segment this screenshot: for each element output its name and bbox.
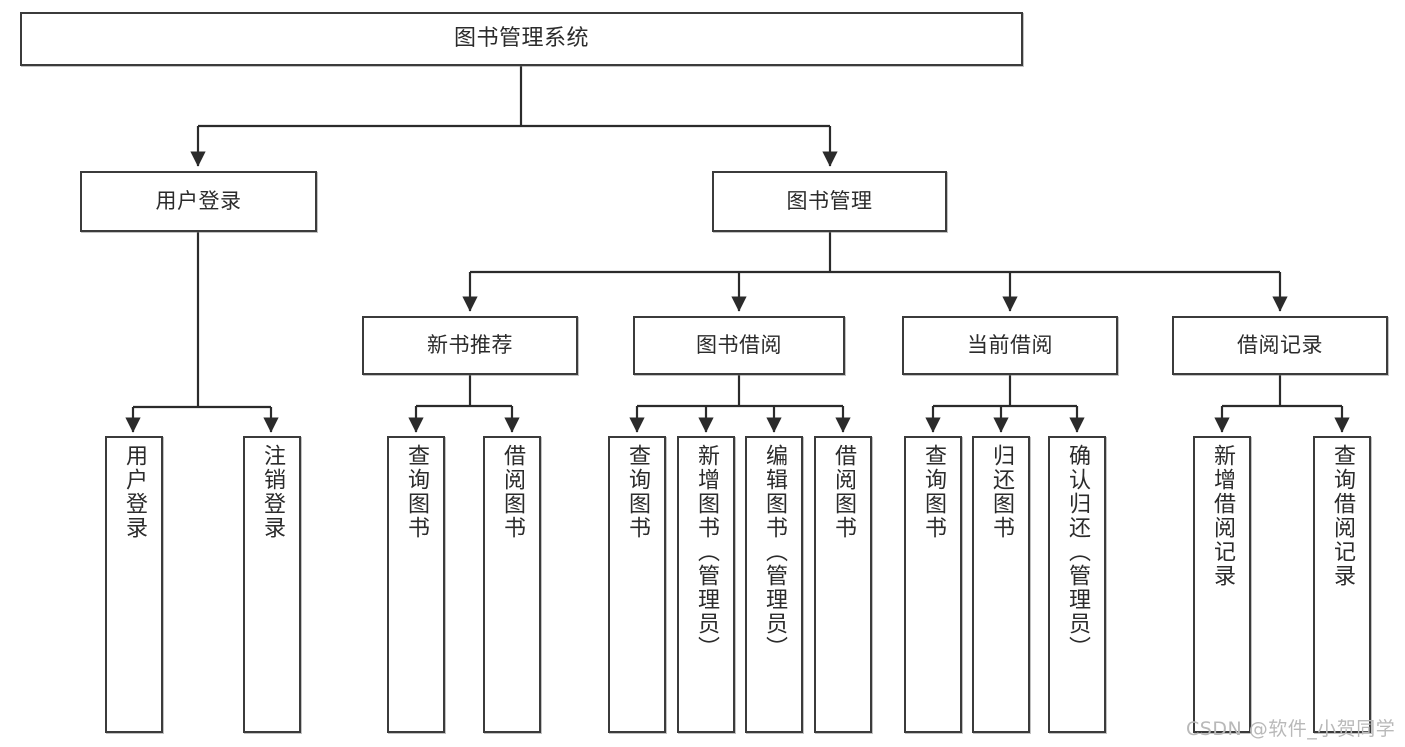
node-leaf-edit-book[interactable]: 编辑图书（管理员）: [745, 436, 803, 733]
node-label: 当前借阅: [967, 333, 1053, 358]
node-leaf-borrow-book-2[interactable]: 借阅图书: [814, 436, 872, 733]
node-label: 借阅记录: [1237, 333, 1323, 358]
node-leaf-add-book[interactable]: 新增图书（管理员）: [677, 436, 735, 733]
watermark-text: CSDN @软件_小贺同学: [1186, 718, 1396, 740]
node-label: 借阅图书: [830, 444, 856, 540]
node-label: 借阅图书: [499, 444, 525, 540]
node-label: 注销登录: [259, 444, 285, 540]
node-label: 用户登录: [155, 189, 242, 214]
node-leaf-user-login[interactable]: 用户登录: [105, 436, 163, 733]
node-leaf-confirm-return[interactable]: 确认归还（管理员）: [1048, 436, 1106, 733]
node-label: 编辑图书（管理员）: [761, 444, 787, 660]
node-leaf-add-record[interactable]: 新增借阅记录: [1193, 436, 1251, 733]
node-leaf-query-record[interactable]: 查询借阅记录: [1313, 436, 1371, 733]
node-label: 确认归还（管理员）: [1064, 444, 1090, 660]
node-leaf-query-book-1[interactable]: 查询图书: [387, 436, 445, 733]
node-user-login[interactable]: 用户登录: [80, 171, 317, 232]
node-label: 归还图书: [988, 444, 1014, 540]
node-leaf-user-logout[interactable]: 注销登录: [243, 436, 301, 733]
node-leaf-query-book-2[interactable]: 查询图书: [608, 436, 666, 733]
node-leaf-borrow-book-1[interactable]: 借阅图书: [483, 436, 541, 733]
node-new-book-recommend[interactable]: 新书推荐: [362, 316, 578, 375]
node-book-borrow[interactable]: 图书借阅: [633, 316, 845, 375]
node-label: 查询图书: [403, 444, 429, 540]
node-label: 图书管理: [786, 189, 873, 214]
node-label: 新增借阅记录: [1209, 444, 1235, 588]
node-label: 新增图书（管理员）: [693, 444, 719, 660]
node-root-book-management-system[interactable]: 图书管理系统: [20, 12, 1023, 66]
node-label: 查询图书: [624, 444, 650, 540]
node-label: 用户登录: [121, 444, 147, 540]
node-label: 查询图书: [920, 444, 946, 540]
node-borrow-record[interactable]: 借阅记录: [1172, 316, 1388, 375]
node-label: 新书推荐: [427, 333, 513, 358]
node-leaf-query-book-3[interactable]: 查询图书: [904, 436, 962, 733]
node-current-borrow[interactable]: 当前借阅: [902, 316, 1118, 375]
node-label: 图书管理系统: [453, 26, 589, 52]
node-label: 图书借阅: [696, 333, 782, 358]
node-leaf-return-book[interactable]: 归还图书: [972, 436, 1030, 733]
node-label: 查询借阅记录: [1329, 444, 1355, 588]
node-book-management[interactable]: 图书管理: [712, 171, 947, 232]
